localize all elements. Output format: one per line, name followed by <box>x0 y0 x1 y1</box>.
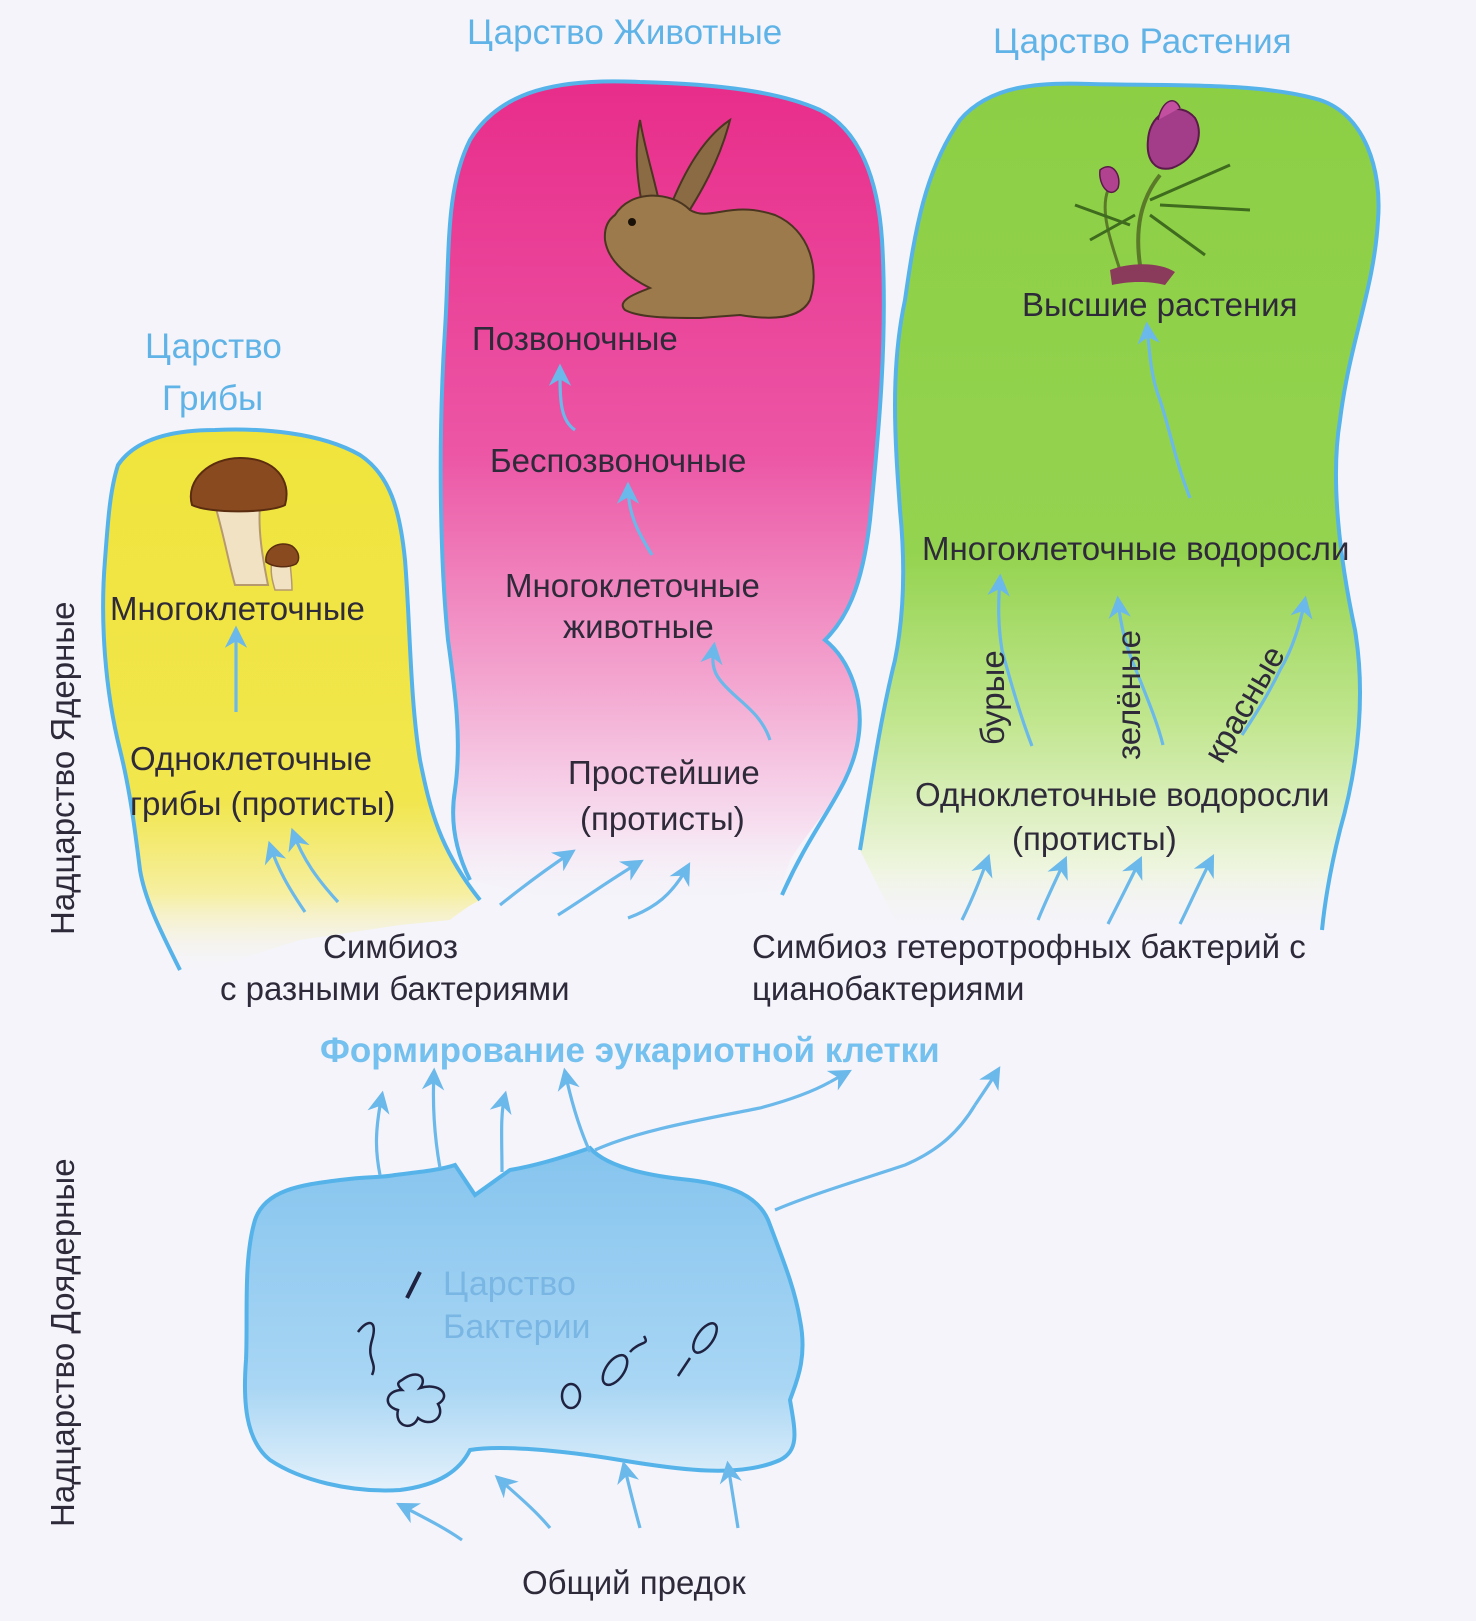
evolution-arrows <box>224 321 1313 1542</box>
bacteria-title-line2: Бактерии <box>443 1308 590 1346</box>
green-algae-label: зелёные <box>1110 630 1147 760</box>
bacteria-region <box>244 1148 803 1491</box>
multicellular-algae-label: Многоклеточные водоросли <box>922 530 1349 567</box>
symbiosis-left-line1: Симбиоз <box>323 928 458 965</box>
higher-plants-label: Высшие растения <box>1022 286 1298 323</box>
rabbit-icon <box>603 117 815 320</box>
common-ancestor-label: Общий предок <box>522 1564 746 1601</box>
fungi-multicellular-label: Многоклеточные <box>110 590 365 627</box>
unicellular-algae-line2: (протисты) <box>1012 820 1177 857</box>
eukaryotes-side-label: Надцарство Ядерные <box>44 602 81 935</box>
bacteria-cells-icon <box>356 1271 718 1428</box>
brown-algae-label: бурые <box>974 650 1011 745</box>
multicellular-animals-line2: животные <box>563 608 714 645</box>
animals-title: Царство Животные <box>467 13 782 52</box>
unicellular-algae-line1: Одноклеточные водоросли <box>915 776 1329 813</box>
fungi-title-line2: Грибы <box>162 379 263 418</box>
invertebrates-label: Беспозвоночные <box>490 442 746 479</box>
fungi-unicellular-line1: Одноклеточные <box>130 740 372 777</box>
fungi-region <box>103 429 480 975</box>
formation-title: Формирование эукариотной клетки <box>320 1031 940 1070</box>
multicellular-animals-line1: Многоклеточные <box>505 567 760 604</box>
flower-icon <box>1074 100 1251 285</box>
mushroom-icon <box>189 456 300 591</box>
fungi-unicellular-line2: грибы (протисты) <box>130 785 395 822</box>
protozoa-line1: Простейшие <box>568 754 760 791</box>
symbiosis-right-line2: цианобактериями <box>752 970 1024 1007</box>
plants-title: Царство Растения <box>993 22 1292 61</box>
fungi-title-line1: Царство <box>145 327 282 366</box>
symbiosis-left-line2: с разными бактериями <box>220 970 570 1007</box>
protozoa-line2: (протисты) <box>580 800 745 837</box>
vertebrates-label: Позвоночные <box>472 320 678 357</box>
prokaryotes-side-label: Надцарство Доядерные <box>44 1158 81 1527</box>
bacteria-title-line1: Царство <box>443 1265 576 1303</box>
symbiosis-right-line1: Симбиоз гетеротрофных бактерий с <box>752 928 1306 965</box>
